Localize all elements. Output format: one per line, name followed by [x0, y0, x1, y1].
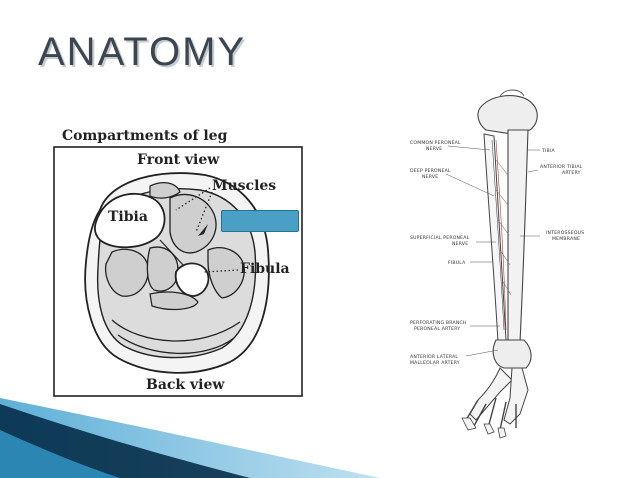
- label-deep-peroneal-nerve-2: NERVE: [422, 174, 438, 180]
- label-interosseous-membrane: MEMBRANE: [552, 236, 580, 242]
- leg-bones-diagram: COMMON PERONEAL NERVE DEEP PERONEAL NERV…: [410, 89, 584, 439]
- knee-joint: [477, 95, 538, 135]
- label-common-peroneal-nerve-2: NERVE: [426, 146, 442, 152]
- label-superficial-peroneal-nerve: SUPERFICIAL PERONEAL: [410, 235, 470, 241]
- back-view-label: Back view: [146, 377, 225, 393]
- highlight-callout-box: [221, 210, 299, 232]
- label-deep-peroneal-nerve: DEEP PERONEAL: [410, 168, 451, 174]
- label-anterior-tibial: ANTERIOR TIBIAL: [540, 164, 583, 170]
- cross-section-caption: Compartments of leg: [62, 128, 228, 144]
- fibula-label: Fibula: [240, 261, 290, 277]
- label-superficial-peroneal-nerve-2: NERVE: [452, 241, 468, 247]
- muscles-label: Muscles: [212, 178, 276, 194]
- front-view-label: Front view: [137, 152, 220, 168]
- tibia-shaft: [507, 129, 529, 345]
- tibia-label: Tibia: [108, 209, 148, 225]
- label-anterior-tibial-artery: ARTERY: [562, 170, 581, 176]
- label-anterior-lateral: ANTERIOR LATERAL: [410, 354, 458, 360]
- cross-section-diagram: Compartments of leg Front view Back view…: [53, 128, 303, 397]
- label-fibula: FIBULA: [448, 260, 466, 266]
- slide-title-shadow: ANATOMY: [40, 32, 249, 76]
- tibia-bone: [93, 193, 166, 249]
- toe-bones: [465, 397, 517, 431]
- fibula-bone: [174, 262, 210, 297]
- label-perforating-branch: PERFORATING BRANCH: [410, 320, 467, 326]
- label-malleolar-artery: MALLEOLAR ARTERY: [410, 360, 460, 366]
- label-peroneal-artery: PERONEAL ARTERY: [414, 326, 460, 332]
- label-tibia: TIBIA: [541, 148, 555, 154]
- label-common-peroneal-nerve: COMMON PERONEAL: [410, 140, 461, 146]
- cross-section-frame: [53, 146, 303, 397]
- label-interosseous: INTEROSSEOUS: [546, 230, 584, 236]
- slide-title: ANATOMY: [38, 30, 247, 74]
